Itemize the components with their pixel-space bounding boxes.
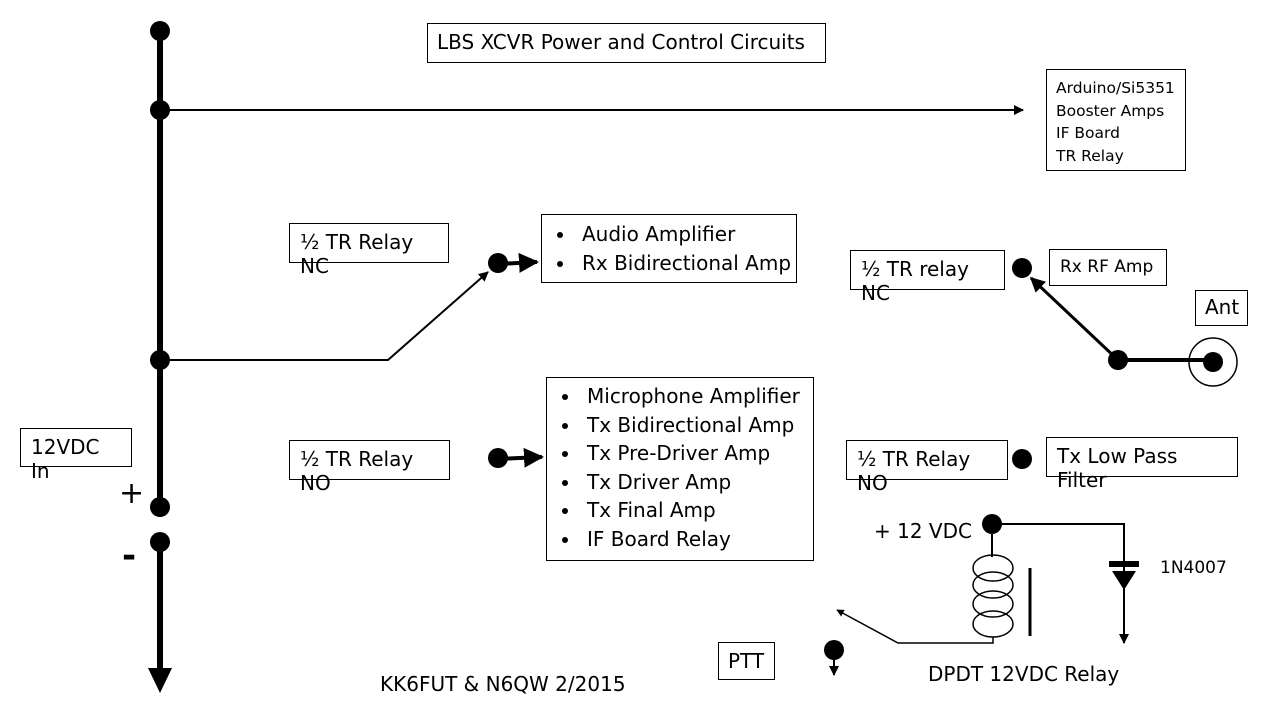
tr-relay-left-switch-arm xyxy=(160,271,489,361)
minus-sign: - xyxy=(122,536,137,576)
booster-amps-line: Booster Amps xyxy=(1056,101,1165,120)
tr-relay-no-left-label: ½ TR Relay NO xyxy=(300,447,414,495)
arduino-line: Arduino/Si5351 xyxy=(1056,79,1175,97)
tr-relay-nc-right-label: ½ TR relay NC xyxy=(861,257,969,305)
tr-relay-nc-left-label: ½ TR Relay NC xyxy=(300,230,414,278)
tr-relay-right-nc-contact xyxy=(1012,258,1032,278)
tx-circuit-item: Tx Driver Amp xyxy=(581,468,813,497)
diagram-title: LBS XCVR Power and Control Circuits xyxy=(437,30,805,54)
tr-relay-right-no-contact xyxy=(1012,449,1032,469)
plus-terminal-node xyxy=(150,497,170,517)
tx-circuit-item: Tx Pre-Driver Amp xyxy=(581,439,813,468)
antenna-connector-center xyxy=(1203,352,1223,372)
tx-lpf-box: Tx Low Pass Filter xyxy=(1046,437,1238,492)
tx-circuit-item: Tx Final Amp xyxy=(581,496,813,525)
ptt-box: PTT xyxy=(718,642,775,680)
rx-rf-amp-label: Rx RF Amp xyxy=(1060,257,1154,277)
rx-rf-amp-box: Rx RF Amp xyxy=(1049,249,1167,286)
tx-circuits-box: Microphone Amplifier Tx Bidirectional Am… xyxy=(546,377,814,561)
tr-relay-line: TR Relay xyxy=(1056,146,1124,165)
diode-supply-wire xyxy=(992,523,1129,644)
credit-label: KK6FUT & N6QW 2/2015 xyxy=(380,672,626,696)
tx-feed-line xyxy=(497,447,544,468)
tr-relay-right-switch-arm xyxy=(1029,276,1120,362)
relay-coil xyxy=(972,554,1014,638)
rx-circuit-item: Audio Amplifier xyxy=(576,220,796,249)
ant-box: Ant xyxy=(1195,290,1248,326)
rx-feed-line xyxy=(497,252,539,273)
ptt-label: PTT xyxy=(728,649,765,673)
arduino-box: Arduino/Si5351 Booster Amps IF Board TR … xyxy=(1046,69,1186,171)
bus-top-node xyxy=(150,21,170,41)
supply-in-label: 12VDC In xyxy=(31,435,100,483)
tr-relay-nc-right-box: ½ TR relay NC xyxy=(850,250,1005,305)
tr-relay-no-left-box: ½ TR Relay NO xyxy=(289,440,450,495)
diode-symbol xyxy=(1109,561,1139,590)
rx-circuit-item: Rx Bidirectional Amp xyxy=(576,249,796,278)
tx-circuit-item: Microphone Amplifier xyxy=(581,382,813,411)
antenna-connector-ring xyxy=(1188,337,1238,387)
rx-circuits-box: Audio Amplifier Rx Bidirectional Amp xyxy=(541,214,797,283)
supply-in-box: 12VDC In xyxy=(20,428,132,483)
tr-relay-no-right-label: ½ TR Relay NO xyxy=(857,447,971,495)
diode-label: 1N4007 xyxy=(1160,558,1227,578)
if-board-line: IF Board xyxy=(1056,124,1120,142)
tr-relay-no-right-box: ½ TR Relay NO xyxy=(846,440,1008,495)
tx-circuit-item: Tx Bidirectional Amp xyxy=(581,411,813,440)
ground-arrowhead xyxy=(148,668,172,693)
tx-lpf-label: Tx Low Pass Filter xyxy=(1057,444,1178,492)
tr-relay-nc-left-box: ½ TR Relay NC xyxy=(289,223,449,278)
plus-12vdc-label: + 12 VDC xyxy=(874,519,972,543)
relay-name-label: DPDT 12VDC Relay xyxy=(928,662,1120,686)
title-box: LBS XCVR Power and Control Circuits xyxy=(427,23,826,63)
ant-label: Ant xyxy=(1205,295,1240,319)
tx-circuit-item: IF Board Relay xyxy=(581,525,813,554)
plus-sign: + xyxy=(119,476,145,511)
minus-terminal-node xyxy=(150,532,170,552)
ptt-wire xyxy=(836,609,994,644)
